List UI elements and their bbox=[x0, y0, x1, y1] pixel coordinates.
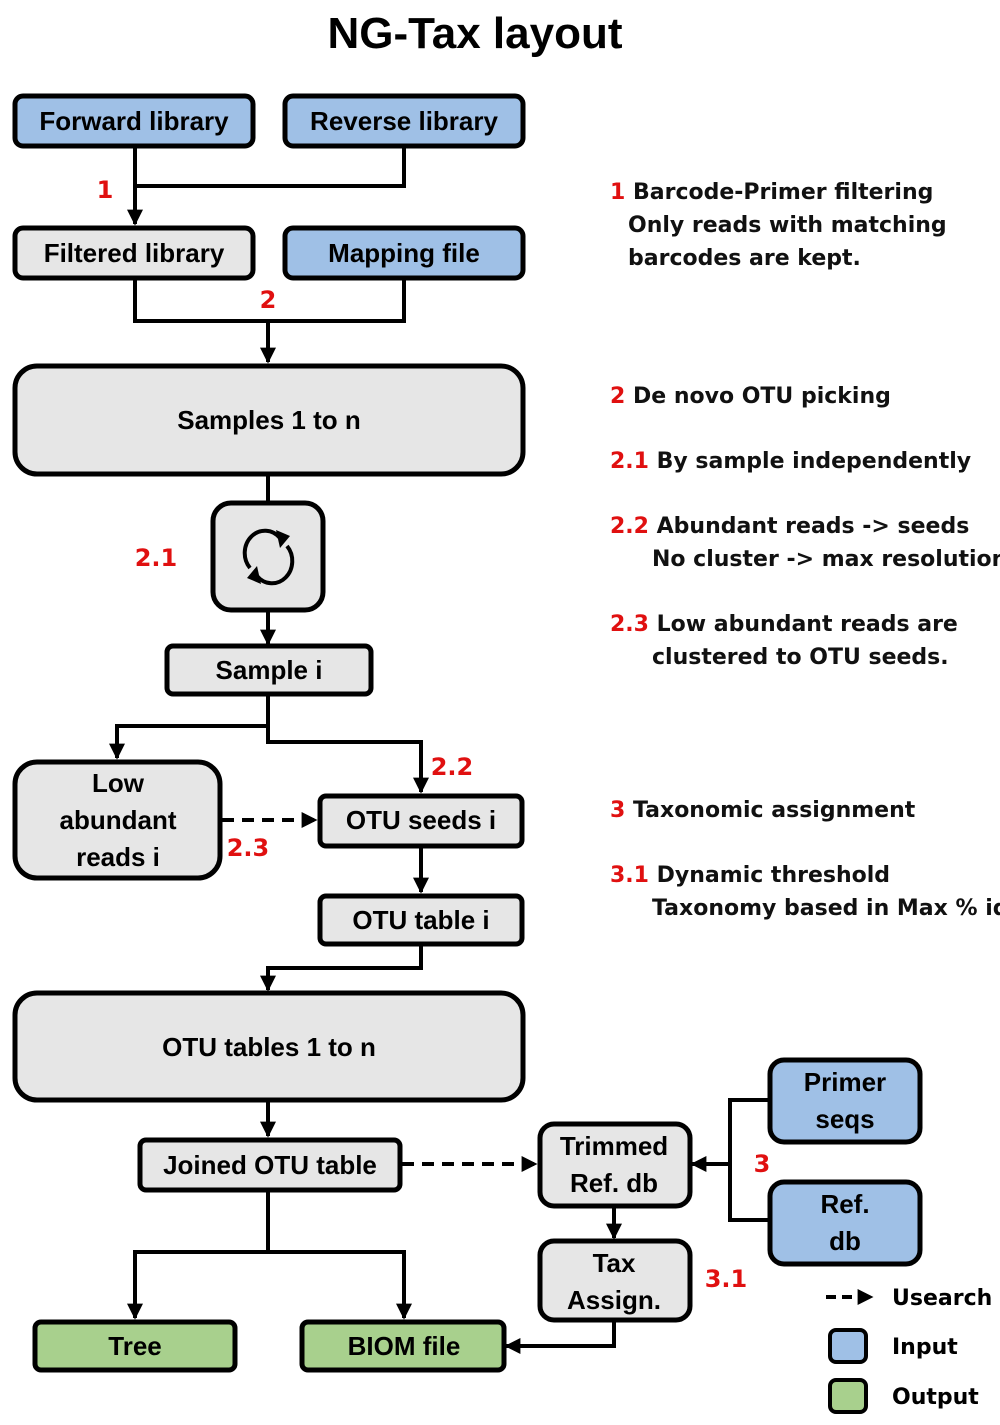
primer-line-2: seqs bbox=[815, 1104, 874, 1134]
mapping-file-box: Mapping file bbox=[282, 225, 526, 281]
otu-seeds-label: OTU seeds i bbox=[346, 805, 496, 835]
low-abundant-line-3: reads i bbox=[76, 842, 160, 872]
joined-otu-table-box: Joined OTU table bbox=[137, 1137, 403, 1193]
loop-box bbox=[210, 500, 326, 613]
note-1: 1 Barcode-Primer filtering Only reads wi… bbox=[610, 176, 947, 275]
primer-line-1: Primer bbox=[804, 1067, 886, 1097]
note-3-1-line-2: Taxonomy based in Max % id bbox=[652, 896, 1000, 921]
otu-table-i-label: OTU table i bbox=[352, 905, 489, 935]
low-abundant-box: Low abundant reads i bbox=[12, 759, 223, 881]
trimmed-ref-db-box: Trimmed Ref. db bbox=[537, 1121, 693, 1209]
legend: Usearch Input Output bbox=[826, 1286, 992, 1414]
otu-table-i-box: OTU table i bbox=[317, 893, 525, 947]
low-abundant-line-2: abundant bbox=[60, 805, 177, 835]
ref-db-line-2: db bbox=[829, 1226, 861, 1256]
connector-primer-ref-join bbox=[728, 1098, 768, 1222]
legend-output-label: Output bbox=[892, 1385, 979, 1410]
reverse-library-label: Reverse library bbox=[310, 106, 498, 136]
note-1-number: 1 bbox=[610, 180, 626, 205]
note-3-1-line-1: Dynamic threshold bbox=[656, 863, 891, 888]
step-label-1: 1 bbox=[97, 176, 114, 204]
step-label-2-1: 2.1 bbox=[135, 544, 178, 572]
note-2-2-number: 2.2 bbox=[610, 514, 649, 539]
note-2-1-line-1: By sample independently bbox=[656, 449, 972, 474]
note-2-3-number: 2.3 bbox=[610, 612, 649, 637]
note-1-line-1: Barcode-Primer filtering bbox=[632, 180, 934, 205]
diagram-title: NG-Tax layout bbox=[327, 9, 622, 58]
note-3-1-number: 3.1 bbox=[610, 863, 649, 888]
note-2-3: 2.3 Low abundant reads are clustered to … bbox=[610, 608, 958, 674]
forward-library-label: Forward library bbox=[39, 106, 229, 136]
tree-label: Tree bbox=[108, 1331, 162, 1361]
connector-to-otu-seeds bbox=[266, 726, 429, 794]
otu-seeds-box: OTU seeds i bbox=[317, 793, 525, 849]
ref-db-box: Ref. db bbox=[767, 1179, 923, 1267]
note-2-line-1: De novo OTU picking bbox=[632, 384, 891, 409]
note-2-2-line-1: Abundant reads -> seeds bbox=[656, 514, 970, 539]
note-2: 2 De novo OTU picking bbox=[610, 380, 891, 413]
connector-to-tree bbox=[127, 1190, 270, 1320]
reverse-library-box: Reverse library bbox=[282, 93, 526, 149]
note-2-2: 2.2 Abundant reads -> seeds No cluster -… bbox=[610, 510, 1000, 576]
biom-file-label: BIOM file bbox=[348, 1331, 461, 1361]
sample-i-box: Sample i bbox=[164, 643, 374, 697]
low-abundant-line-1: Low bbox=[92, 768, 145, 798]
note-3-1: 3.1 Dynamic threshold Taxonomy based in … bbox=[610, 859, 1000, 925]
filtered-library-box: Filtered library bbox=[12, 225, 256, 281]
tax-line-2: Assign. bbox=[567, 1285, 661, 1315]
mapping-file-label: Mapping file bbox=[328, 238, 480, 268]
forward-library-box: Forward library bbox=[12, 93, 256, 149]
connector-to-biom bbox=[268, 1250, 412, 1320]
note-2-3-line-2: clustered to OTU seeds. bbox=[652, 645, 949, 670]
note-2-1: 2.1 By sample independently bbox=[610, 445, 971, 478]
primer-seqs-box: Primer seqs bbox=[767, 1057, 923, 1145]
joined-otu-table-label: Joined OTU table bbox=[163, 1150, 377, 1180]
trimmed-line-2: Ref. db bbox=[570, 1168, 658, 1198]
step-label-2: 2 bbox=[260, 286, 277, 314]
note-2-3-line-1: Low abundant reads are bbox=[656, 612, 958, 637]
sample-i-label: Sample i bbox=[216, 655, 323, 685]
connector-libraries-join bbox=[133, 146, 406, 188]
biom-file-box: BIOM file bbox=[299, 1319, 507, 1373]
note-1-line-3: barcodes are kept. bbox=[628, 246, 861, 271]
step-label-2-2: 2.2 bbox=[431, 753, 474, 781]
otu-tables-box: OTU tables 1 to n bbox=[12, 990, 526, 1103]
note-3-line-1: Taxonomic assignment bbox=[632, 798, 916, 823]
loop-arrows-icon bbox=[242, 528, 295, 586]
legend-usearch-label: Usearch bbox=[892, 1286, 992, 1311]
note-1-line-2: Only reads with matching bbox=[628, 213, 947, 238]
step-label-2-3: 2.3 bbox=[227, 834, 270, 862]
connector-to-low-abundant bbox=[109, 694, 270, 760]
legend-input-label: Input bbox=[892, 1335, 958, 1360]
tax-assign-box: Tax Assign. bbox=[537, 1238, 693, 1323]
note-3-number: 3 bbox=[610, 798, 626, 823]
note-2-1-number: 2.1 bbox=[610, 449, 649, 474]
note-2-number: 2 bbox=[610, 384, 626, 409]
tax-line-1: Tax bbox=[593, 1248, 636, 1278]
note-3: 3 Taxonomic assignment bbox=[610, 794, 915, 827]
filtered-library-label: Filtered library bbox=[44, 238, 225, 268]
step-label-3: 3 bbox=[754, 1150, 771, 1178]
connectors bbox=[109, 146, 768, 1354]
connector-tax-biom bbox=[504, 1320, 616, 1354]
tree-box: Tree bbox=[32, 1319, 238, 1373]
step-label-3-1: 3.1 bbox=[705, 1265, 748, 1293]
note-2-2-line-2: No cluster -> max resolution bbox=[652, 547, 1000, 572]
trimmed-line-1: Trimmed bbox=[560, 1131, 668, 1161]
connector-to-otu-tables bbox=[260, 944, 423, 992]
legend-input-swatch bbox=[828, 1328, 868, 1364]
legend-output-swatch bbox=[828, 1378, 868, 1414]
samples-box: Samples 1 to n bbox=[12, 363, 526, 477]
samples-label: Samples 1 to n bbox=[177, 405, 361, 435]
otu-tables-label: OTU tables 1 to n bbox=[162, 1032, 376, 1062]
ref-db-line-1: Ref. bbox=[820, 1189, 869, 1219]
